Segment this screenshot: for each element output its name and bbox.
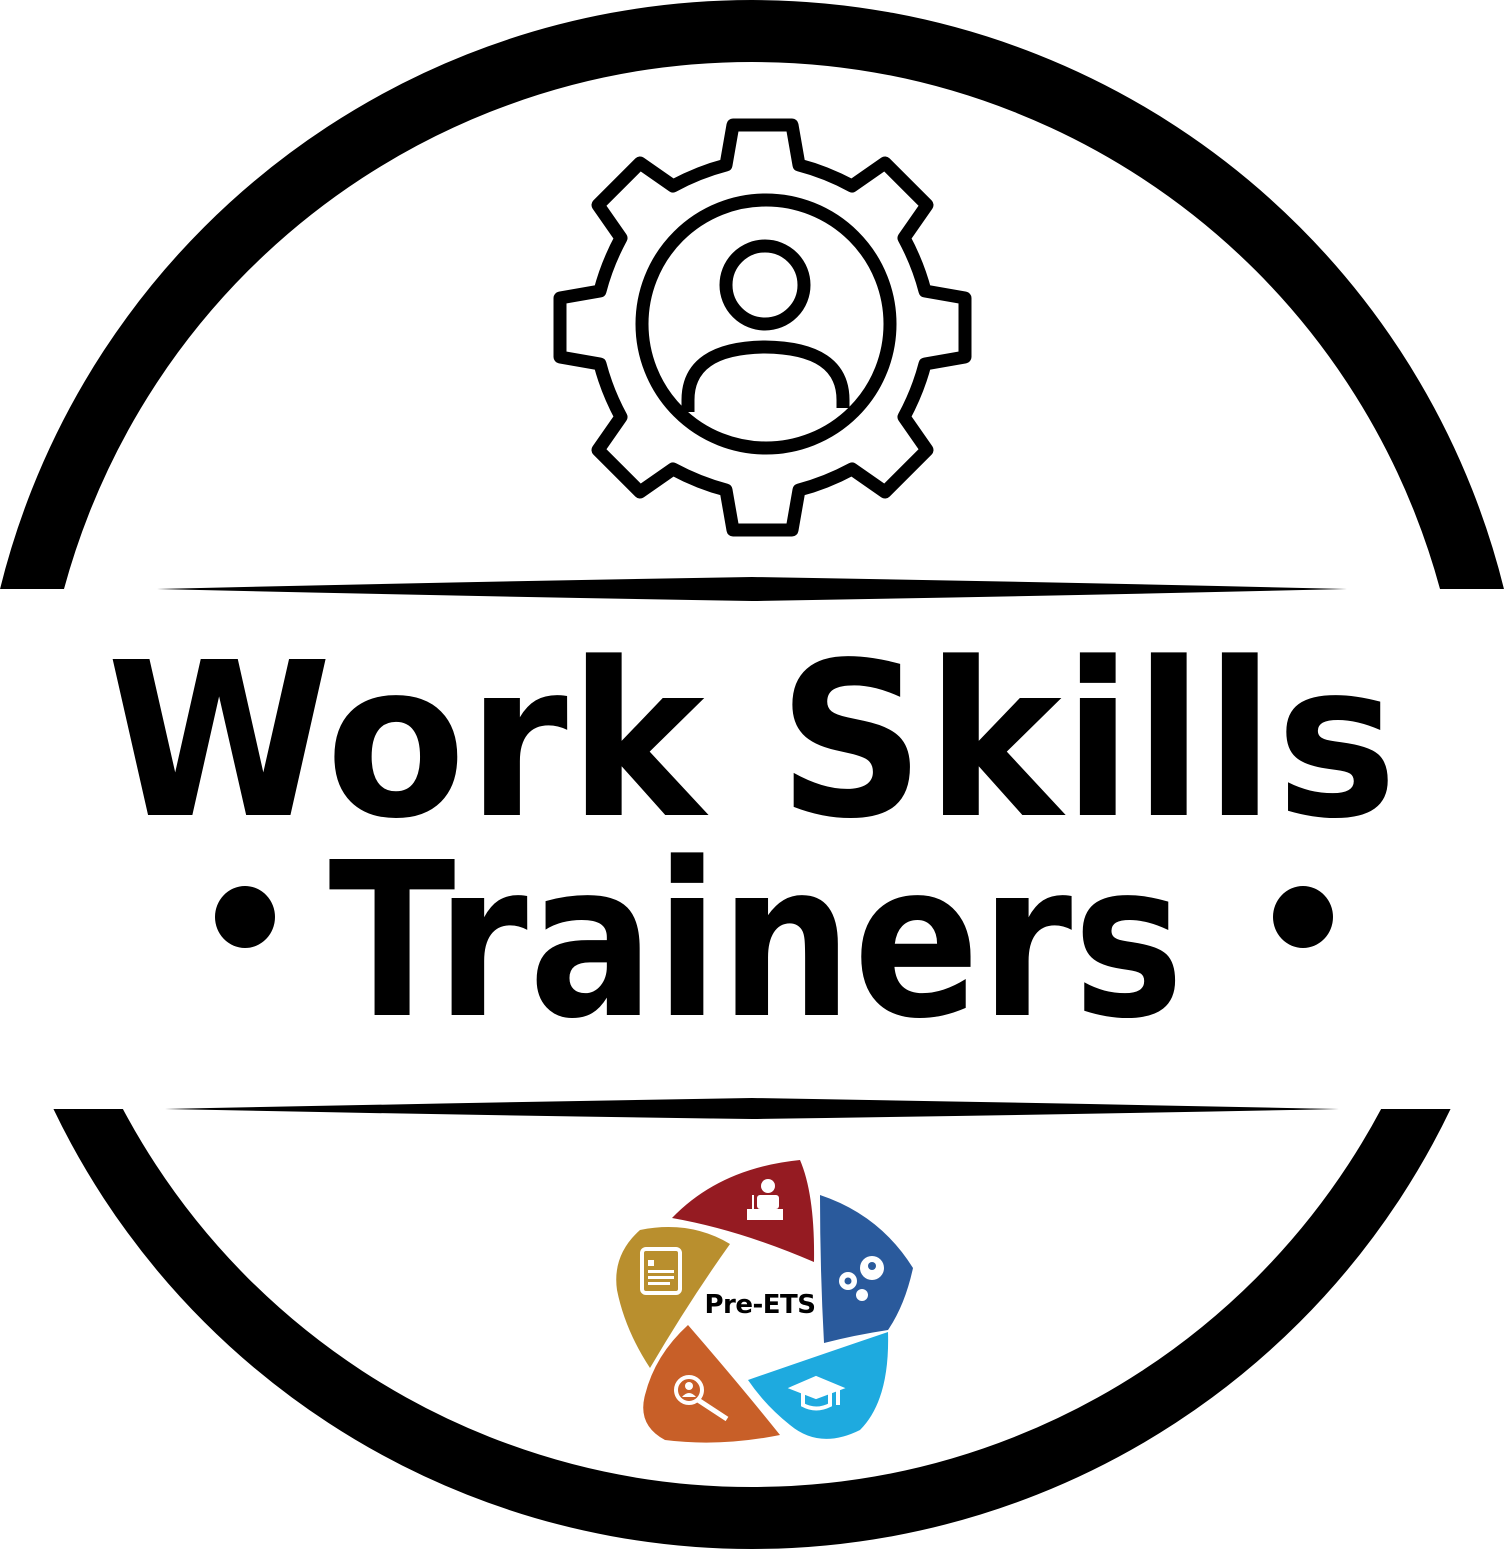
graduation-cap-icon: [787, 1375, 846, 1411]
job-exploration-petal: [643, 1325, 780, 1443]
pre-ets-logo: [616, 1160, 913, 1443]
badge-title-line1: Work Skills: [106, 617, 1399, 866]
person-magnifier-icon: [674, 1375, 729, 1422]
gears-person-icon: [839, 1256, 884, 1301]
pre-ets-label: Pre-ETS: [704, 1290, 816, 1320]
bottom-divider: [165, 1098, 1339, 1119]
gear-person-icon: [553, 118, 972, 537]
resume-document-icon: [640, 1247, 682, 1295]
work-based-learning-petal: [616, 1227, 730, 1368]
badge-title-line2: Trainers: [328, 817, 1185, 1066]
bullet-dot-left: [215, 886, 275, 948]
top-divider: [157, 577, 1347, 601]
presenter-podium-icon: [747, 1179, 783, 1220]
bullet-dot-right: [1273, 886, 1333, 948]
instruction-petal: [672, 1160, 815, 1262]
